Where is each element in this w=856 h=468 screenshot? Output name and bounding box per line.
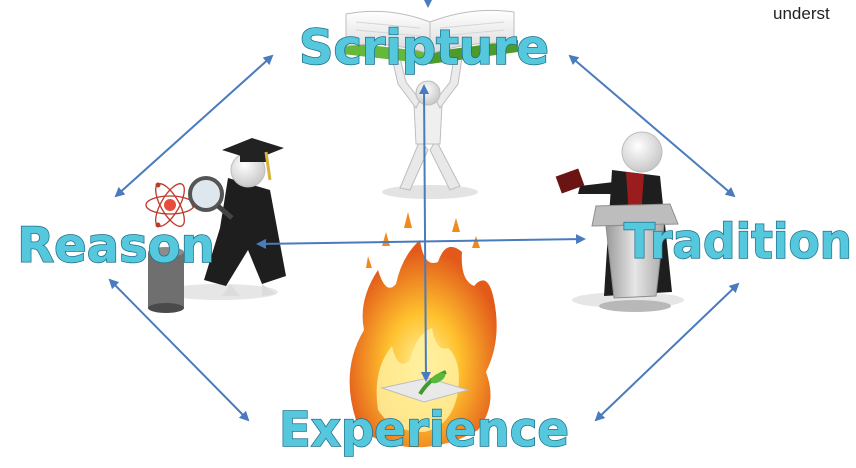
label-reason: Reason [17,218,215,274]
arrow-reason-tradition [256,234,586,249]
label-scripture: Scripture [299,20,549,76]
arrow-scripture-experience [419,84,431,382]
cropped-corner-text: underst [773,4,830,23]
label-tradition: Tradition [624,214,852,270]
arrow-scripture-tradition [568,54,736,198]
arrow-scripture-reason [114,54,274,198]
arrow-top-offscreen [424,0,432,8]
label-experience: Experience [279,402,569,458]
arrow-reason-experience [108,278,250,422]
arrow-tradition-experience [594,282,740,422]
